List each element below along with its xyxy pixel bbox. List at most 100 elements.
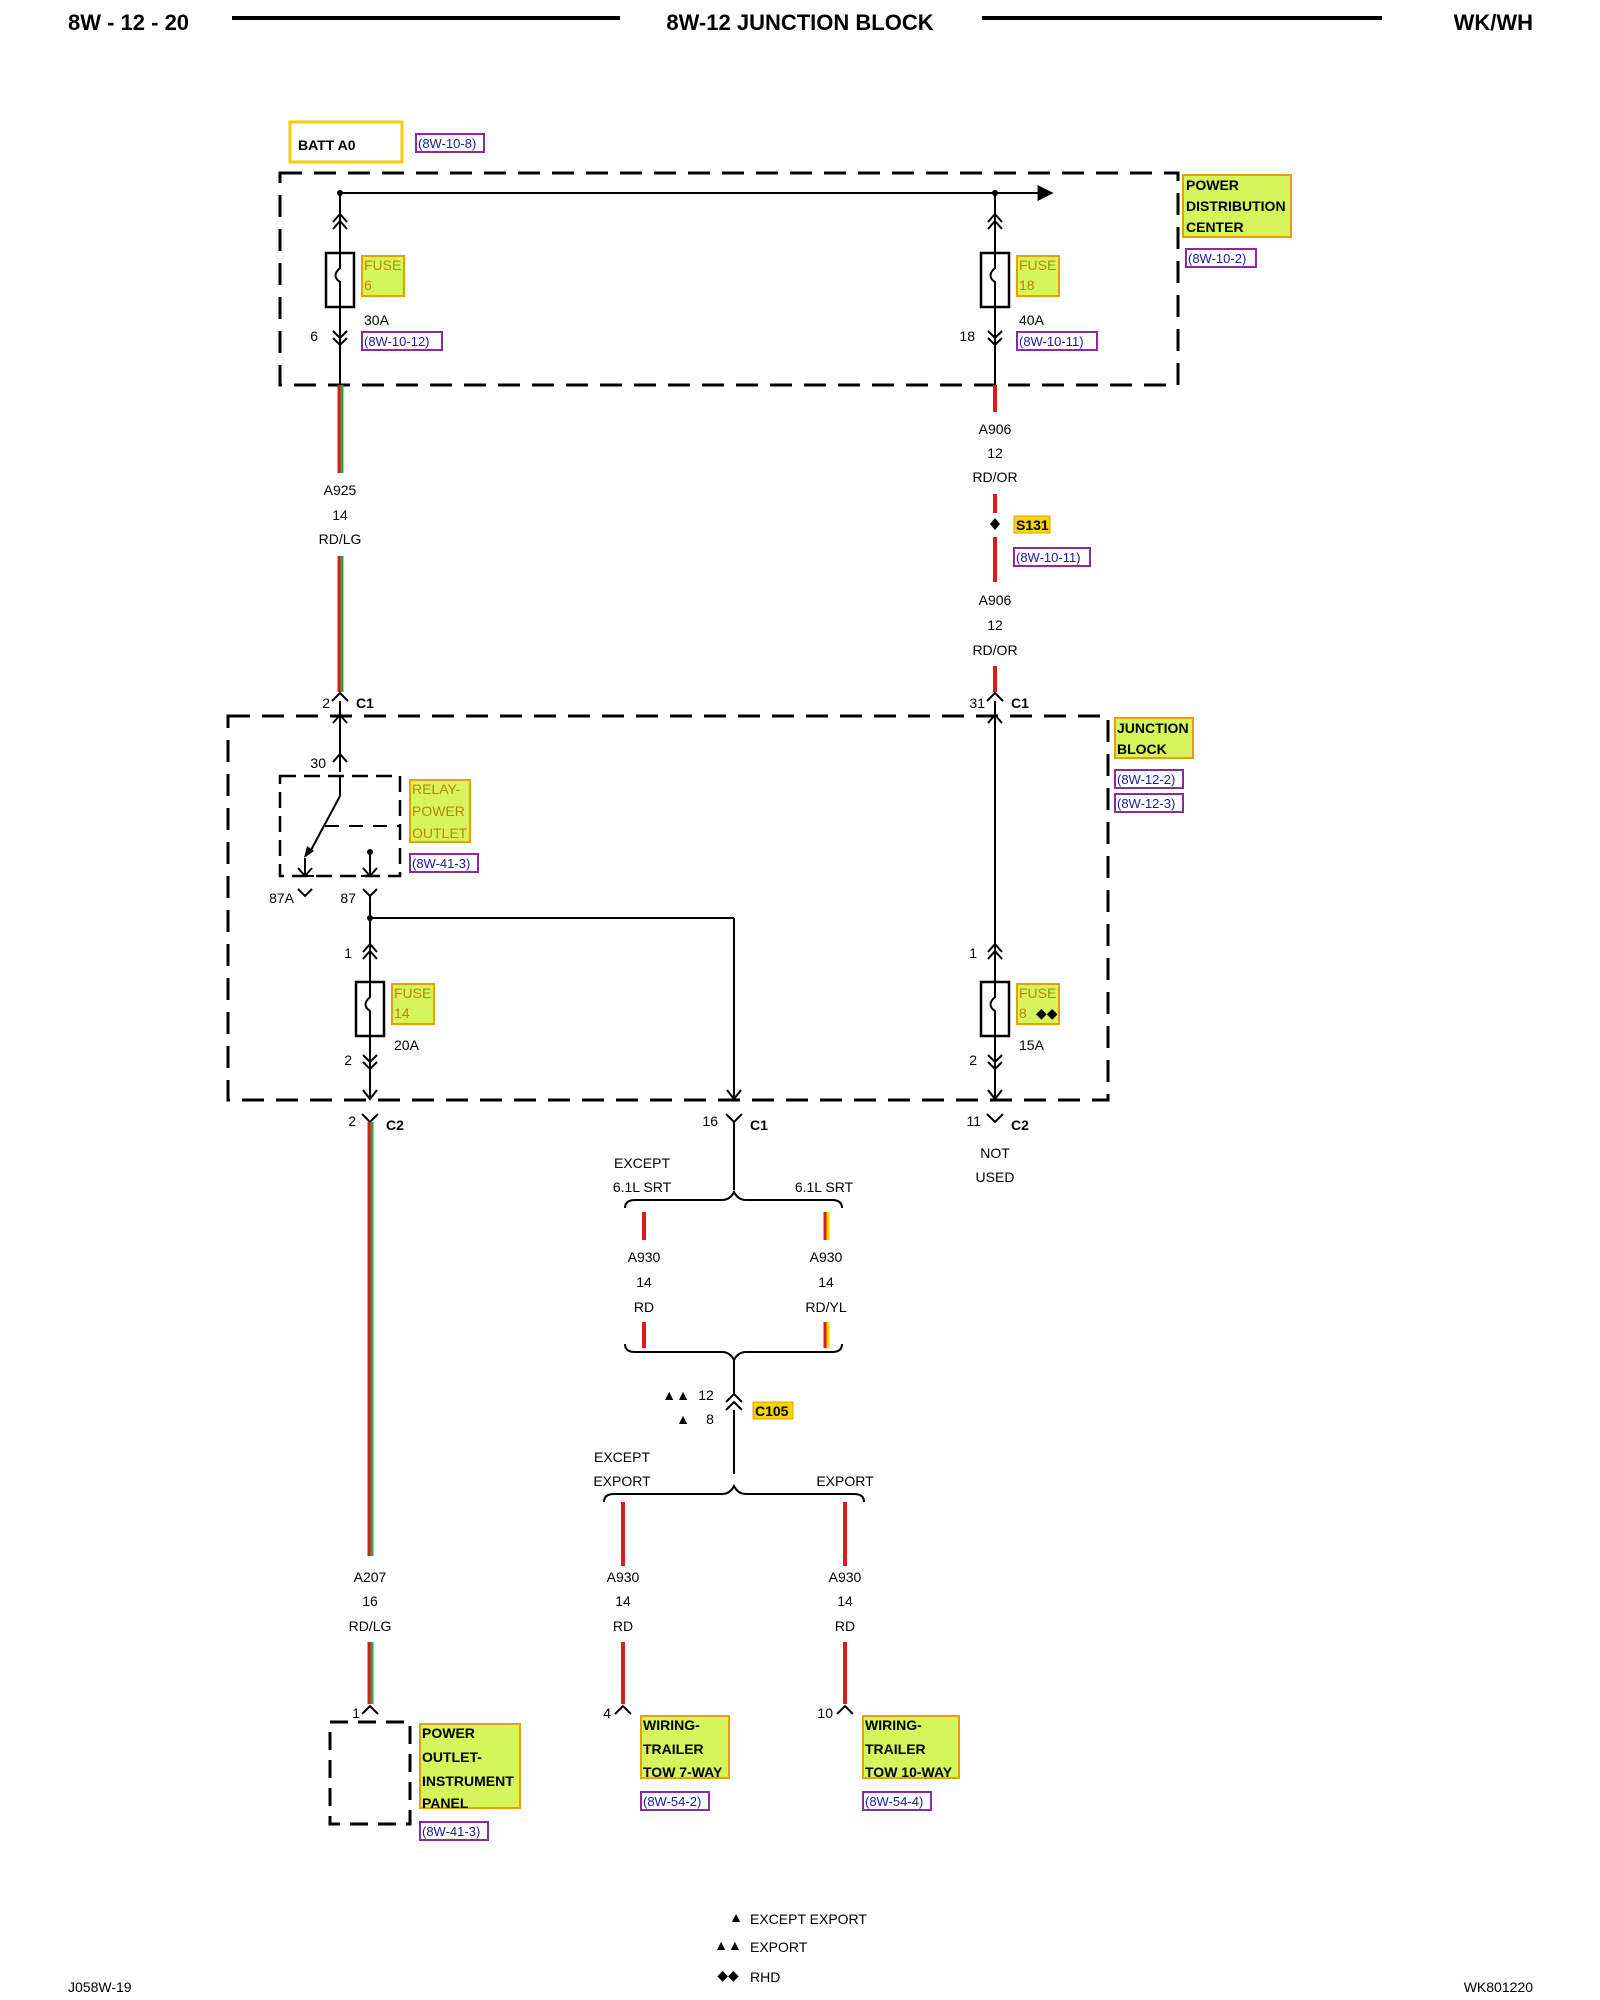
trailer10-callout-box [862, 1715, 960, 1779]
c105-highlight [752, 1401, 794, 1420]
jb-right-conn-a [987, 713, 1003, 724]
splice-s131-diamond [990, 518, 1000, 530]
jb-out-center-connector [725, 1113, 743, 1124]
relay-87a-connector [297, 888, 313, 898]
a930-r-circuit: A930 [810, 1249, 843, 1265]
junction-block-boundary [226, 714, 1110, 1102]
a930-l-circuit: A930 [628, 1249, 661, 1265]
pdc-callout-line-1: POWER [1186, 177, 1239, 193]
a906b-circuit: A906 [979, 592, 1012, 608]
fuse-6-label-2: 6 [364, 277, 372, 293]
pdc-fuse-6-element [334, 253, 341, 307]
not-used-line-2: USED [976, 1169, 1015, 1185]
page-title: 8W-12 JUNCTION BLOCK [666, 10, 933, 35]
power-outlet-ref[interactable]: (8W-41-3) [422, 1824, 480, 1839]
jb-out-right-pin: 11 [966, 1113, 981, 1129]
fuse-14-out-arrow [362, 1089, 378, 1101]
fuse-8-pin-top: 1 [969, 945, 977, 961]
a930-l-gauge: 14 [636, 1274, 652, 1290]
fuse-18-rating: 40A [1019, 312, 1045, 328]
not-used-line-1: NOT [980, 1145, 1010, 1161]
trailer10-ref[interactable]: (8W-54-4) [865, 1794, 923, 1809]
relay-87-connector [362, 888, 378, 898]
trailer10-ref-box [862, 1791, 932, 1811]
fuse-6-label-1: FUSE [364, 257, 401, 273]
trailer7-ref[interactable]: (8W-54-2) [643, 1794, 701, 1809]
batt-ref[interactable]: (8W-10-8) [418, 136, 476, 151]
a925-gauge: 14 [332, 507, 348, 523]
jb-ref-box-1 [1114, 769, 1184, 789]
trailer7-line-3: TOW 7-WAY [643, 1764, 723, 1780]
a906a-color: RD/OR [972, 469, 1017, 485]
fuse-18-ref[interactable]: (8W-10-11) [1019, 334, 1084, 349]
branch1-left-line-2: 6.1L SRT [613, 1179, 672, 1195]
jb-ref-2[interactable]: (8W-12-3) [1117, 796, 1175, 811]
branch1-right: 6.1L SRT [795, 1179, 854, 1195]
pdc-ref[interactable]: (8W-10-2) [1188, 251, 1246, 266]
trailer10-line-3: TOW 10-WAY [865, 1764, 953, 1780]
power-outlet-line-1: POWER [422, 1725, 475, 1741]
relay-ref[interactable]: (8W-41-3) [412, 856, 470, 871]
jb-callout-box [1114, 717, 1194, 759]
relay-callout-line-1: RELAY- [412, 781, 461, 797]
fuse-18-label-2: 18 [1019, 277, 1035, 293]
s131-ref[interactable]: (8W-10-11) [1016, 550, 1081, 565]
jb-out-left-conn: C2 [386, 1117, 404, 1133]
jb-ref-box-2 [1114, 793, 1184, 813]
relay-callout-box [409, 779, 471, 843]
c105-pin-top: 12 [698, 1387, 714, 1403]
fuse-18-label-1: FUSE [1019, 257, 1056, 273]
fuse-18-highlight [1016, 255, 1060, 297]
jb-callout-line-2: BLOCK [1117, 741, 1167, 757]
fuse-14-element [364, 982, 371, 1036]
trailer7-line-2: TRAILER [643, 1741, 704, 1757]
a930-bl-gauge: 14 [615, 1593, 631, 1609]
fuse-6-rating: 30A [364, 312, 390, 328]
fuse-14-pin-top: 1 [344, 945, 352, 961]
jb-c1-left-conn: C1 [356, 695, 374, 711]
batt-ref-box [415, 133, 485, 153]
fuse-8-label-2: 8 [1019, 1005, 1027, 1021]
pdc-right-connector-top [987, 212, 1003, 230]
footer-right-code: WK801220 [1464, 1979, 1533, 1995]
a930-l-color: RD [634, 1299, 654, 1315]
fuse-8-rating: 15A [1019, 1037, 1045, 1053]
fuse-8-label-1: FUSE [1019, 985, 1056, 1001]
c105-pin-bot: 8 [706, 1411, 714, 1427]
fuse-14-rating: 20A [394, 1037, 420, 1053]
pdc-boundary [278, 171, 1180, 387]
fuse-6-highlight [361, 255, 405, 297]
fuse-18-ref-box [1016, 331, 1098, 351]
pdc-callout-line-3: CENTER [1186, 219, 1244, 235]
branch2-right: EXPORT [816, 1473, 874, 1489]
power-outlet-connector [361, 1704, 379, 1715]
power-outlet-callout-box [419, 1723, 521, 1809]
relay-pin30: 30 [310, 755, 326, 771]
jb-c1-right-pin: 31 [969, 695, 985, 711]
footer-left-code: J058W-19 [68, 1979, 132, 1995]
a930-bl-circuit: A930 [607, 1569, 640, 1585]
legend-symbol-1: ▲ [729, 1909, 743, 1925]
c105-sym-top: ▲▲ [662, 1387, 690, 1403]
jb-c1-right-conn: C1 [1011, 695, 1029, 711]
fuse-6-ref[interactable]: (8W-10-12) [364, 334, 430, 349]
a207-color: RD/LG [349, 1618, 392, 1634]
trailer10-pin: 10 [817, 1705, 833, 1721]
a207-gauge: 16 [362, 1593, 378, 1609]
jb-c1-left-pin: 2 [322, 695, 330, 711]
legend-text-3: RHD [750, 1969, 780, 1985]
jb-ref-1[interactable]: (8W-12-2) [1117, 772, 1175, 787]
c105-label: C105 [755, 1403, 789, 1419]
branch1-merge-brace [624, 1343, 843, 1363]
fuse-8-pin-bot: 2 [969, 1052, 977, 1068]
a930-br-color: RD [835, 1618, 855, 1634]
jb-out-left-pin: 2 [348, 1113, 356, 1129]
relay-pin87: 87 [340, 890, 356, 906]
legend-text-1: EXCEPT EXPORT [750, 1911, 867, 1927]
pdc-callout-line-2: DISTRIBUTION [1186, 198, 1286, 214]
power-outlet-box [328, 1720, 412, 1826]
batt-label: BATT A0 [298, 137, 356, 153]
relay-ref-box [409, 853, 479, 873]
branch2-left-line-1: EXCEPT [594, 1449, 650, 1465]
